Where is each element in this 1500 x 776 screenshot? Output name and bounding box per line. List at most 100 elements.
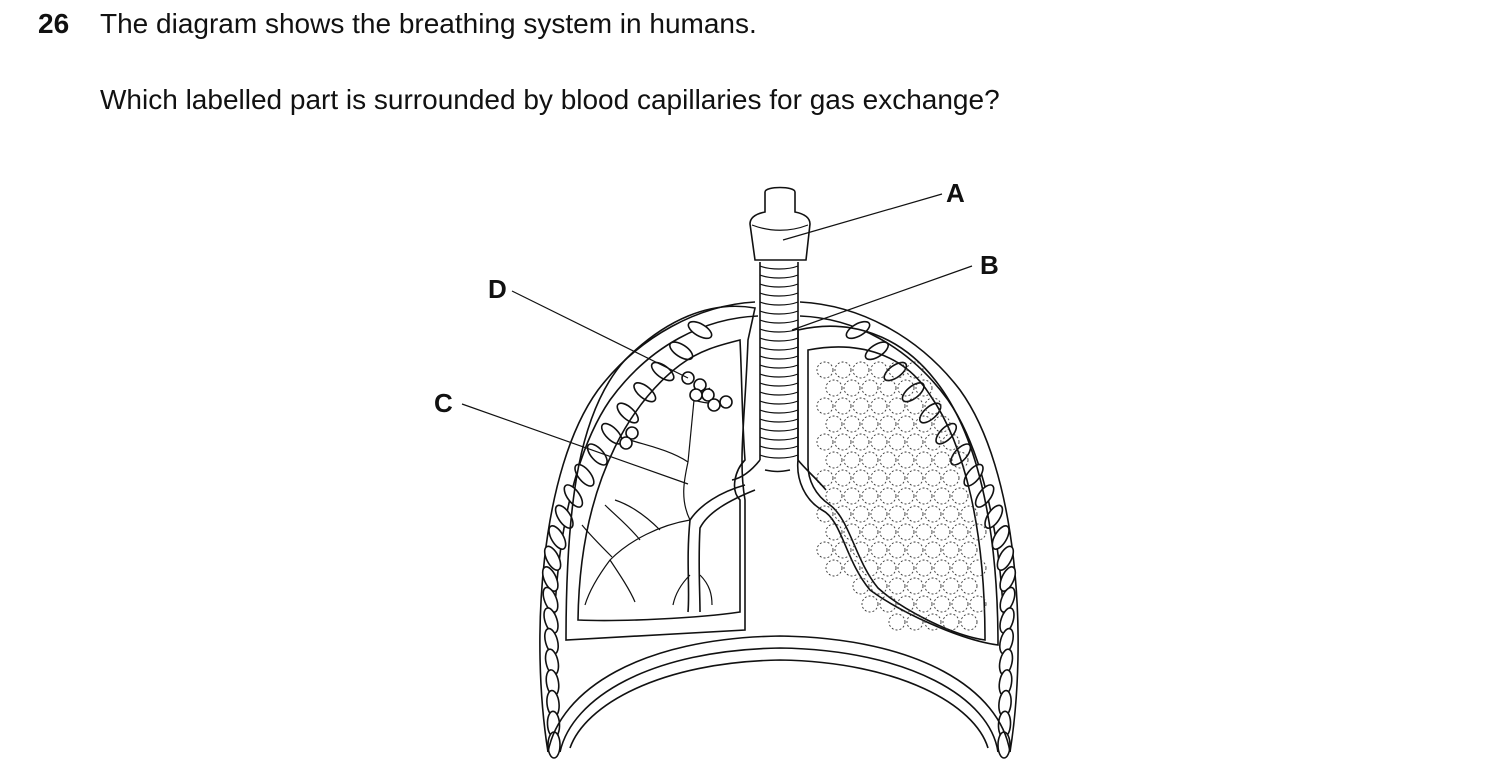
alveolus-texture (879, 451, 897, 469)
alveolus-texture (861, 559, 879, 577)
rib-segment (864, 341, 889, 361)
cartilage-ring (759, 445, 799, 450)
alveolus-texture (924, 469, 942, 487)
trachea (731, 186, 827, 491)
alveolus-texture (924, 505, 942, 523)
alveolus-texture (861, 451, 879, 469)
rib-segment (935, 422, 958, 445)
alveolus-texture (906, 505, 924, 523)
alveolus-texture (879, 595, 897, 613)
alveolus-texture (816, 361, 834, 379)
alveolus-texture (843, 559, 861, 577)
alveolus-texture (861, 379, 879, 397)
right-lung (796, 325, 999, 646)
alveolus-texture (933, 559, 951, 577)
alveolus-texture (888, 361, 906, 379)
alveolus-texture (924, 433, 942, 451)
alveolus-texture (870, 433, 888, 451)
alveolus-texture (888, 613, 906, 631)
cartilage-ring (759, 328, 799, 333)
alveolus-texture (870, 469, 888, 487)
alveolus-texture (915, 451, 933, 469)
alveolus-texture (843, 379, 861, 397)
alveolus-texture (915, 487, 933, 505)
rib-segment (669, 341, 694, 361)
rib-segment (999, 566, 1017, 592)
alveolus-texture (969, 559, 987, 577)
cartilage-ring (759, 346, 799, 351)
alveolus-texture (879, 559, 897, 577)
rib-segment (548, 525, 567, 550)
rib-segment (687, 320, 713, 340)
rib-segment (586, 443, 608, 466)
alveolus-texture (888, 541, 906, 559)
alveolus-texture (924, 541, 942, 559)
cartilage-ring (759, 400, 799, 405)
alveolus-texture (933, 415, 951, 433)
alveolus-texture (960, 505, 978, 523)
rib-segment (633, 382, 657, 403)
pleural-membrane-left (565, 305, 756, 641)
alveolus-texture (906, 397, 924, 415)
alveolus-texture (879, 415, 897, 433)
cartilage-ring (759, 373, 799, 378)
alveolus-texture (897, 379, 915, 397)
alveolus-texture (951, 487, 969, 505)
rib-segment (543, 545, 562, 571)
alveolus-texture (879, 379, 897, 397)
alveolus-texture (852, 397, 870, 415)
alveolus-texture (942, 469, 960, 487)
alveolus-texture (942, 541, 960, 559)
alveolus-texture (870, 505, 888, 523)
cartilage-ring (759, 364, 799, 369)
question-prompt: Which labelled part is surrounded by blo… (100, 84, 1000, 115)
alveolus-texture (933, 451, 951, 469)
alveolus-texture (942, 433, 960, 451)
alveolus-texture (924, 613, 942, 631)
alveolus-texture (933, 487, 951, 505)
rib-segment (542, 586, 559, 613)
alveolus-texture (852, 433, 870, 451)
alveolus-texture (897, 415, 915, 433)
label-pointers (461, 193, 973, 485)
label-a: A (946, 178, 965, 208)
cartilage-ring (759, 265, 799, 270)
alveolus-texture (969, 595, 987, 613)
alveolus-texture (915, 379, 933, 397)
alveoli (619, 371, 733, 450)
alveolus-texture (897, 595, 915, 613)
cartilage-ring (759, 436, 799, 441)
alveolus-texture (951, 451, 969, 469)
alveolus-texture (825, 451, 843, 469)
alveolus-texture (852, 505, 870, 523)
question-text: The diagram shows the breathing system i… (100, 8, 757, 39)
cartilage-ring (759, 391, 799, 396)
cartilage-ring (759, 418, 799, 423)
cartilage-ring (759, 337, 799, 342)
alveolus-texture (888, 433, 906, 451)
alveolus-texture (897, 523, 915, 541)
cartilage-ring (759, 283, 799, 288)
alveolus-texture (843, 415, 861, 433)
rib-segment (996, 545, 1015, 571)
alveolus-texture (861, 523, 879, 541)
alveolus-texture (834, 505, 852, 523)
cartilage-ring (759, 292, 799, 297)
alveolus-texture (888, 469, 906, 487)
alveolus-texture (879, 487, 897, 505)
alveolus-texture (852, 361, 870, 379)
cartilage-ring (759, 301, 799, 306)
rib-cage (539, 301, 1019, 759)
alveolus-texture (852, 469, 870, 487)
alveolus-texture (870, 541, 888, 559)
label-b: B (980, 250, 999, 280)
alveolus-texture (933, 595, 951, 613)
alveolus-texture (915, 595, 933, 613)
alveolus-texture (942, 613, 960, 631)
rib-segment (883, 361, 908, 382)
alveolus-texture (915, 415, 933, 433)
alveolus-texture (816, 541, 834, 559)
alveolus-texture (861, 595, 879, 613)
alveolus-texture (906, 361, 924, 379)
alveolus-texture (834, 433, 852, 451)
